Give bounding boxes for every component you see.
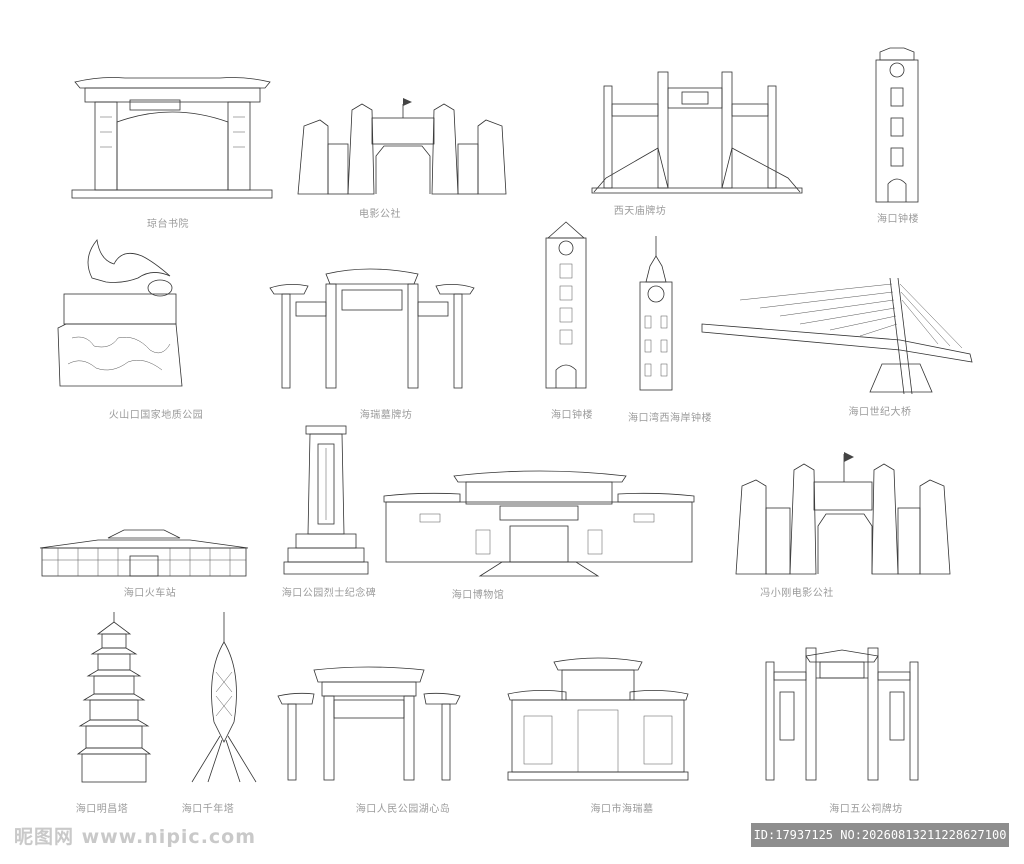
qiongtai-academy-drawing bbox=[70, 72, 275, 200]
west-coast-bell-tower-drawing bbox=[636, 236, 676, 392]
landmark-caption: 海口钟楼 bbox=[877, 214, 919, 225]
volcano-geopark-drawing bbox=[52, 238, 188, 388]
image-id-badge: ID:17937125 NO:20260813211228627100 bbox=[751, 823, 1009, 847]
memorial-archway-icon bbox=[765, 647, 919, 781]
haikou-museum-drawing bbox=[380, 466, 698, 578]
haikou-bell-tower-1-drawing bbox=[872, 47, 922, 204]
landmark-caption: 海瑞墓牌坊 bbox=[359, 410, 413, 421]
spire-clock-tower-icon bbox=[639, 236, 673, 391]
tower-gate-icon bbox=[735, 452, 951, 575]
landmark-caption: 海口世纪大桥 bbox=[848, 407, 912, 418]
railway-station-drawing bbox=[38, 526, 250, 578]
landmark-caption: 琼台书院 bbox=[147, 219, 189, 230]
ornate-archway-icon bbox=[277, 666, 461, 781]
film-commune-drawing bbox=[296, 96, 508, 196]
nipic-watermark-logo: 昵图网 www.nipic.com bbox=[14, 826, 257, 848]
pagoda-icon bbox=[76, 612, 152, 783]
lattice-tower-icon bbox=[191, 612, 257, 783]
railway-station-icon bbox=[39, 529, 249, 577]
museum-building-icon bbox=[383, 470, 695, 577]
clock-tower-icon bbox=[545, 221, 587, 389]
landmark-caption: 海口火车站 bbox=[123, 588, 177, 599]
mingchang-pagoda-drawing bbox=[76, 612, 152, 784]
traditional-gate-icon bbox=[507, 657, 689, 781]
haikou-bell-tower-2-drawing bbox=[540, 221, 592, 390]
landmark-caption: 西天庙牌坊 bbox=[613, 206, 667, 217]
landmark-caption: 海口明昌塔 bbox=[75, 804, 129, 815]
geopark-monument-icon bbox=[57, 239, 183, 387]
landmark-caption: 火山口国家地质公园 bbox=[108, 410, 204, 421]
century-bridge-drawing bbox=[700, 274, 978, 396]
hairui-tomb-archway-drawing bbox=[268, 254, 476, 390]
landmark-caption: 海口市海瑞墓 bbox=[590, 804, 654, 815]
landmark-caption: 海口湾西海岸钟楼 bbox=[628, 413, 712, 424]
peoples-park-lake-island-drawing bbox=[276, 664, 462, 782]
xitian-temple-archway-drawing bbox=[591, 68, 803, 194]
martyrs-monument-drawing bbox=[282, 424, 370, 576]
landmark-caption: 海口博物馆 bbox=[451, 590, 505, 601]
feng-xiaogang-film-commune-drawing bbox=[734, 452, 952, 576]
millennium-tower-drawing bbox=[190, 612, 258, 784]
memorial-archway-icon bbox=[591, 71, 803, 194]
landmark-caption: 海口五公祠牌坊 bbox=[829, 804, 903, 815]
haikou-hairui-tomb-drawing bbox=[506, 654, 690, 782]
wugong-temple-archway-drawing bbox=[750, 644, 934, 782]
tower-gate-icon bbox=[297, 98, 507, 195]
landmark-caption: 冯小刚电影公社 bbox=[760, 588, 834, 599]
ornate-archway-icon bbox=[269, 268, 475, 389]
cable-bridge-icon bbox=[701, 277, 973, 395]
landmark-caption: 电影公社 bbox=[359, 209, 401, 220]
memorial-obelisk-icon bbox=[283, 425, 369, 575]
landmark-caption: 海口钟楼 bbox=[551, 410, 593, 421]
clock-tower-icon bbox=[875, 47, 919, 203]
landmark-caption: 海口千年塔 bbox=[181, 804, 235, 815]
landmark-caption: 海口公园烈士纪念碑 bbox=[281, 588, 377, 599]
traditional-gate-icon bbox=[71, 77, 273, 199]
landmark-caption: 海口人民公园湖心岛 bbox=[355, 804, 451, 815]
